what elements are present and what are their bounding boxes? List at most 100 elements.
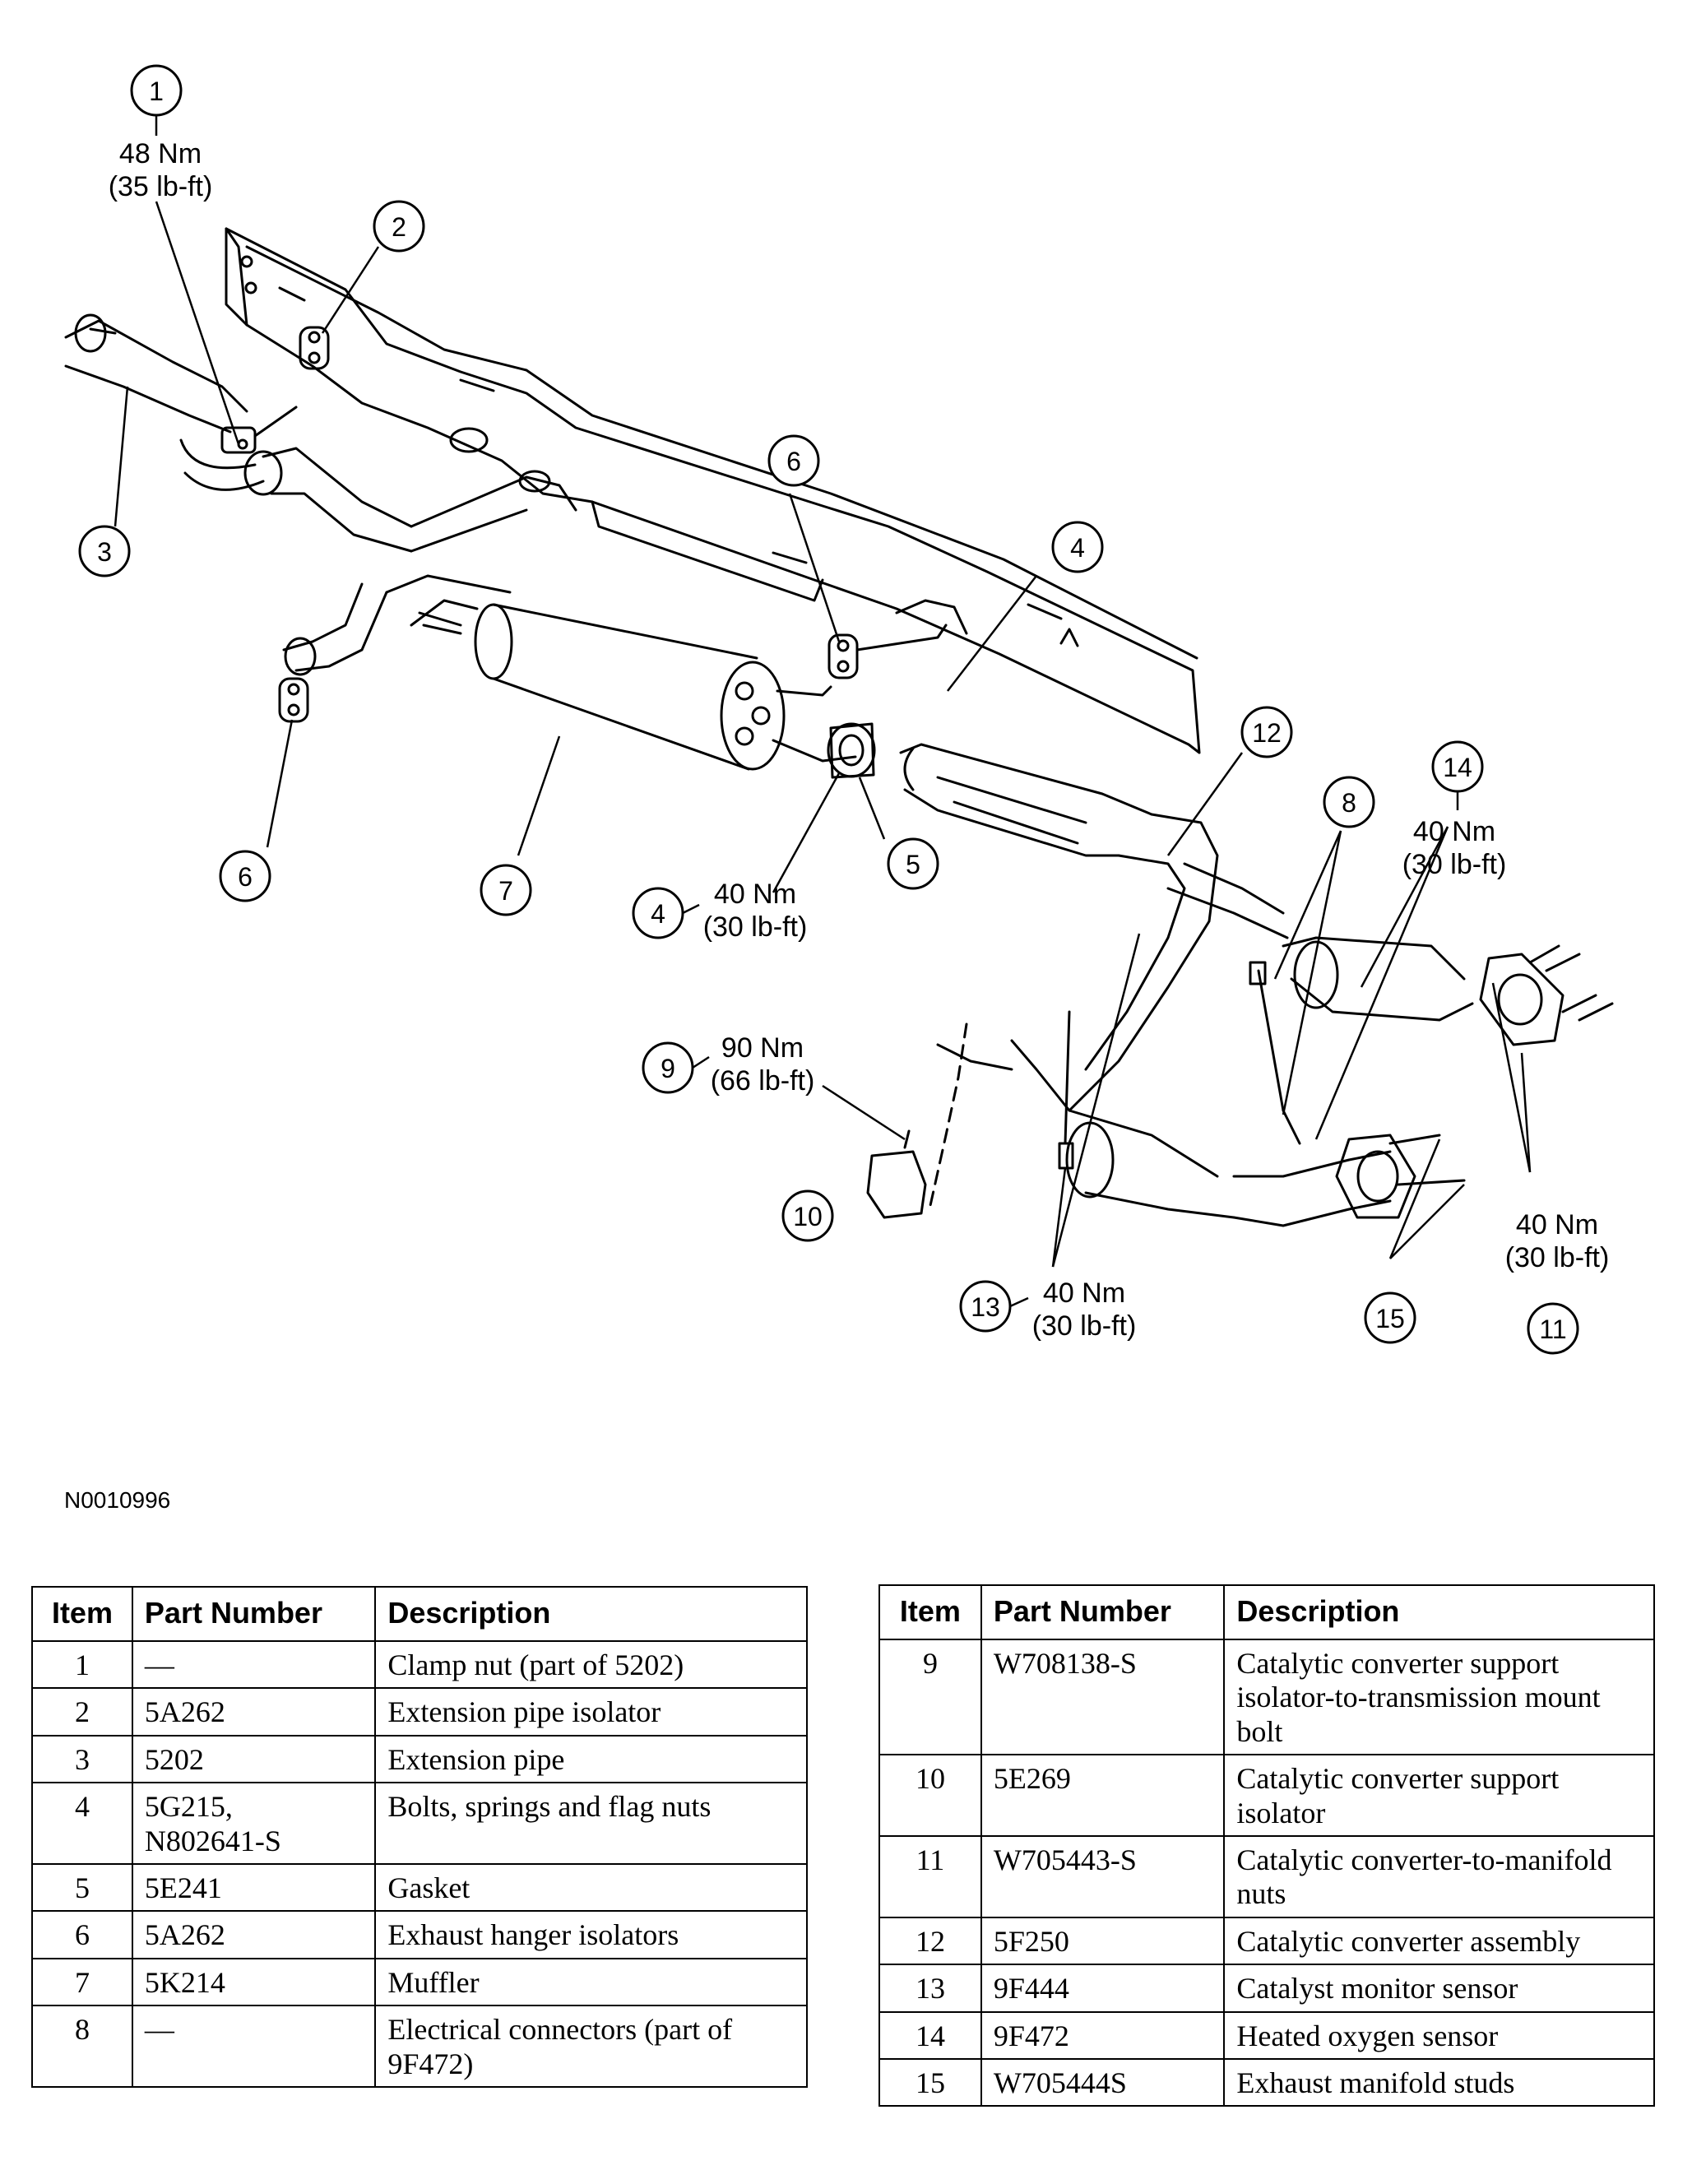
callouts: 1 48 Nm (35 lb-ft) 2 3 4 4 40 Nm (30 lb-… [78, 64, 1610, 1355]
svg-text:(30 lb-ft): (30 lb-ft) [1505, 1242, 1610, 1273]
catalyst-monitor-sensor [1058, 1010, 1074, 1170]
header-description: Description [1223, 1584, 1655, 1640]
svg-text:(30 lb-ft): (30 lb-ft) [1032, 1310, 1137, 1342]
svg-text:6: 6 [238, 862, 253, 892]
header-part-number: Part Number [131, 1586, 377, 1642]
callout-10: 10 [781, 1189, 834, 1242]
svg-text:4: 4 [651, 899, 665, 929]
svg-text:90 Nm: 90 Nm [721, 1032, 804, 1064]
svg-text:5: 5 [906, 850, 920, 879]
muffler [418, 603, 857, 771]
heated-oxygen-sensor [1249, 961, 1301, 1145]
callout-12: 12 [1240, 706, 1293, 758]
cell-description: Catalyst monitor sensor [1223, 1964, 1655, 2013]
cell-description: Catalytic converter-to-manifold nuts [1223, 1834, 1655, 1918]
cell-description: Muffler [374, 1957, 808, 2007]
cell-description: Heated oxygen sensor [1223, 2010, 1655, 2060]
svg-text:48 Nm: 48 Nm [119, 138, 202, 169]
callout-6-top: 6 [767, 434, 820, 487]
cell-part-number: 9F444 [980, 1964, 1226, 2013]
callout-4-torque: 4 40 Nm (30 lb-ft) [632, 879, 808, 943]
catalytic-converter-support-isolator [866, 1043, 1013, 1219]
cell-part-number: 5A262 [131, 1687, 377, 1737]
cell-description: Bolts, springs and flag nuts [374, 1782, 808, 1865]
callout-2: 2 [373, 200, 425, 253]
svg-text:14: 14 [1443, 753, 1472, 782]
svg-text:4: 4 [1070, 533, 1085, 563]
cell-description: Catalytic converter support isolator-to-… [1223, 1638, 1655, 1756]
cell-description: Extension pipe [374, 1734, 808, 1784]
table-row: 8—Electrical connectors (part of 9F472) [31, 2005, 808, 2088]
cell-item: 4 [31, 1782, 133, 1865]
svg-text:40 Nm: 40 Nm [1516, 1209, 1598, 1240]
cell-part-number: 5K214 [131, 1957, 377, 2007]
cell-part-number: — [131, 1639, 377, 1690]
cell-part-number: 9F472 [980, 2010, 1226, 2060]
callout-13-torque: 13 40 Nm (30 lb-ft) [959, 1277, 1137, 1342]
cell-item: 10 [878, 1754, 982, 1837]
extension-pipe-isolator [299, 326, 330, 370]
outlet-flange [827, 722, 876, 779]
cell-item: 11 [878, 1834, 982, 1918]
svg-text:40 Nm: 40 Nm [714, 879, 796, 910]
alignment-line [928, 1022, 968, 1211]
cell-part-number: 5202 [131, 1734, 377, 1784]
cell-item: 3 [31, 1734, 133, 1784]
svg-text:6: 6 [786, 447, 801, 476]
svg-text:3: 3 [97, 537, 112, 567]
cell-item: 7 [31, 1957, 133, 2007]
cell-description: Extension pipe isolator [374, 1687, 808, 1737]
parts-table-left: Item Part Number Description 1—Clamp nut… [31, 1586, 808, 2088]
svg-text:1: 1 [149, 77, 164, 106]
header-description: Description [374, 1586, 808, 1642]
cell-item: 2 [31, 1687, 133, 1737]
cell-part-number: 5F250 [980, 1916, 1226, 1966]
callout-8: 8 [1323, 776, 1375, 828]
header-part-number: Part Number [980, 1584, 1226, 1640]
cell-description: Clamp nut (part of 5202) [374, 1639, 808, 1690]
cell-item: 9 [878, 1638, 982, 1756]
cell-description: Catalytic converter assembly [1223, 1916, 1655, 1966]
frame-rail [225, 227, 1201, 754]
cell-description: Gasket [374, 1862, 808, 1913]
cell-item: 1 [31, 1639, 133, 1690]
svg-text:8: 8 [1342, 788, 1356, 818]
exhaust-hanger-isolator-right [827, 599, 968, 679]
svg-text:(66 lb-ft): (66 lb-ft) [711, 1065, 815, 1097]
header-item: Item [31, 1586, 133, 1642]
table-row: 1—Clamp nut (part of 5202) [31, 1639, 808, 1690]
figure-id: N0010996 [64, 1487, 171, 1513]
callout-9-torque: 9 90 Nm (66 lb-ft) [642, 1032, 815, 1097]
cell-item: 14 [878, 2010, 982, 2060]
svg-text:(35 lb-ft): (35 lb-ft) [109, 171, 213, 202]
catalytic-converter-assembly [899, 743, 1474, 1227]
svg-text:12: 12 [1252, 718, 1282, 748]
svg-text:11: 11 [1539, 1315, 1566, 1344]
svg-text:7: 7 [498, 876, 513, 906]
extension-pipe [64, 313, 577, 676]
cell-part-number: W708138-S [980, 1638, 1226, 1756]
cell-part-number: 5E241 [131, 1862, 377, 1913]
cell-item: 15 [878, 2057, 982, 2107]
callout-6-bottom: 6 [219, 850, 271, 902]
callout-3: 3 [78, 525, 131, 577]
exhaust-hanger-isolator-left [278, 677, 309, 723]
svg-text:13: 13 [971, 1292, 1000, 1322]
svg-text:(30 lb-ft): (30 lb-ft) [703, 911, 808, 943]
callout-11-torque: 40 Nm (30 lb-ft) 11 [1505, 1209, 1610, 1355]
cell-description: Electrical connectors (part of 9F472) [374, 2005, 808, 2088]
svg-text:10: 10 [793, 1202, 823, 1231]
leader-lines [114, 201, 1532, 1268]
cell-description: Catalytic converter support isolator [1223, 1754, 1655, 1837]
callout-1: 1 48 Nm (35 lb-ft) [109, 64, 213, 202]
callout-4-top: 4 [1051, 521, 1104, 573]
